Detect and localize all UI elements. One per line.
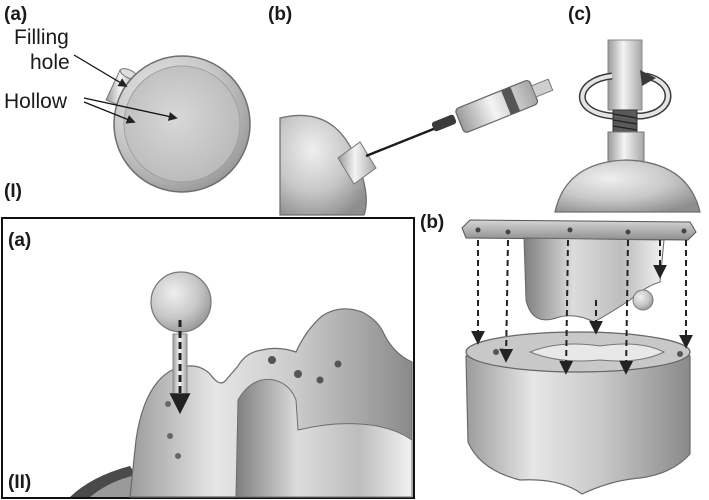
bone-hole xyxy=(316,376,324,384)
bone-hole xyxy=(167,433,173,439)
panel-label: (a) xyxy=(4,4,27,25)
filling-hole-leader xyxy=(73,54,128,87)
bone-front-wall xyxy=(235,378,413,498)
bone-cavity xyxy=(528,343,666,362)
syringe xyxy=(455,78,554,133)
annotation-hole: hole xyxy=(30,51,70,74)
part-II-label: (II) xyxy=(8,472,31,493)
bone-hole xyxy=(493,349,499,355)
part-II-panel-b: (b) xyxy=(420,212,697,495)
port xyxy=(607,131,645,163)
part-I-label: (I) xyxy=(4,181,22,202)
panel-label: (c) xyxy=(568,4,591,25)
panel-label: (b) xyxy=(420,212,444,233)
bone-hole xyxy=(268,356,276,364)
part-I-panel-a: (a) Filling hole Hollow xyxy=(4,4,251,193)
bone-hole xyxy=(677,351,683,357)
top-plate xyxy=(461,219,697,241)
part-I-panel-b: (b) xyxy=(268,4,554,216)
rotation-arrow-icon xyxy=(578,70,672,120)
annotation-hollow: Hollow xyxy=(4,90,68,113)
panel-label: (b) xyxy=(268,4,292,25)
implant-sphere-small xyxy=(632,289,654,311)
bone-hole xyxy=(165,401,171,407)
syringe-tube xyxy=(365,126,437,158)
needle-connector xyxy=(431,114,457,132)
panel-label: (a) xyxy=(8,230,31,251)
filling-port xyxy=(337,141,377,185)
rotating-rod xyxy=(607,39,643,111)
bone-hole xyxy=(294,370,302,378)
part-I-panel-c: (c) xyxy=(554,4,701,213)
bone-block xyxy=(465,355,691,495)
bone-hole xyxy=(334,360,342,368)
hollow-leader-2 xyxy=(83,97,178,121)
part-II-panel-a: (a) (II) xyxy=(1,217,415,499)
sphere-dome xyxy=(554,159,701,213)
hollow-leader-1 xyxy=(83,101,136,124)
annotation-filling: Filling xyxy=(14,26,69,49)
bone-hole xyxy=(175,453,181,459)
guide-arrows xyxy=(471,239,693,375)
hollow-cavity xyxy=(123,65,241,183)
